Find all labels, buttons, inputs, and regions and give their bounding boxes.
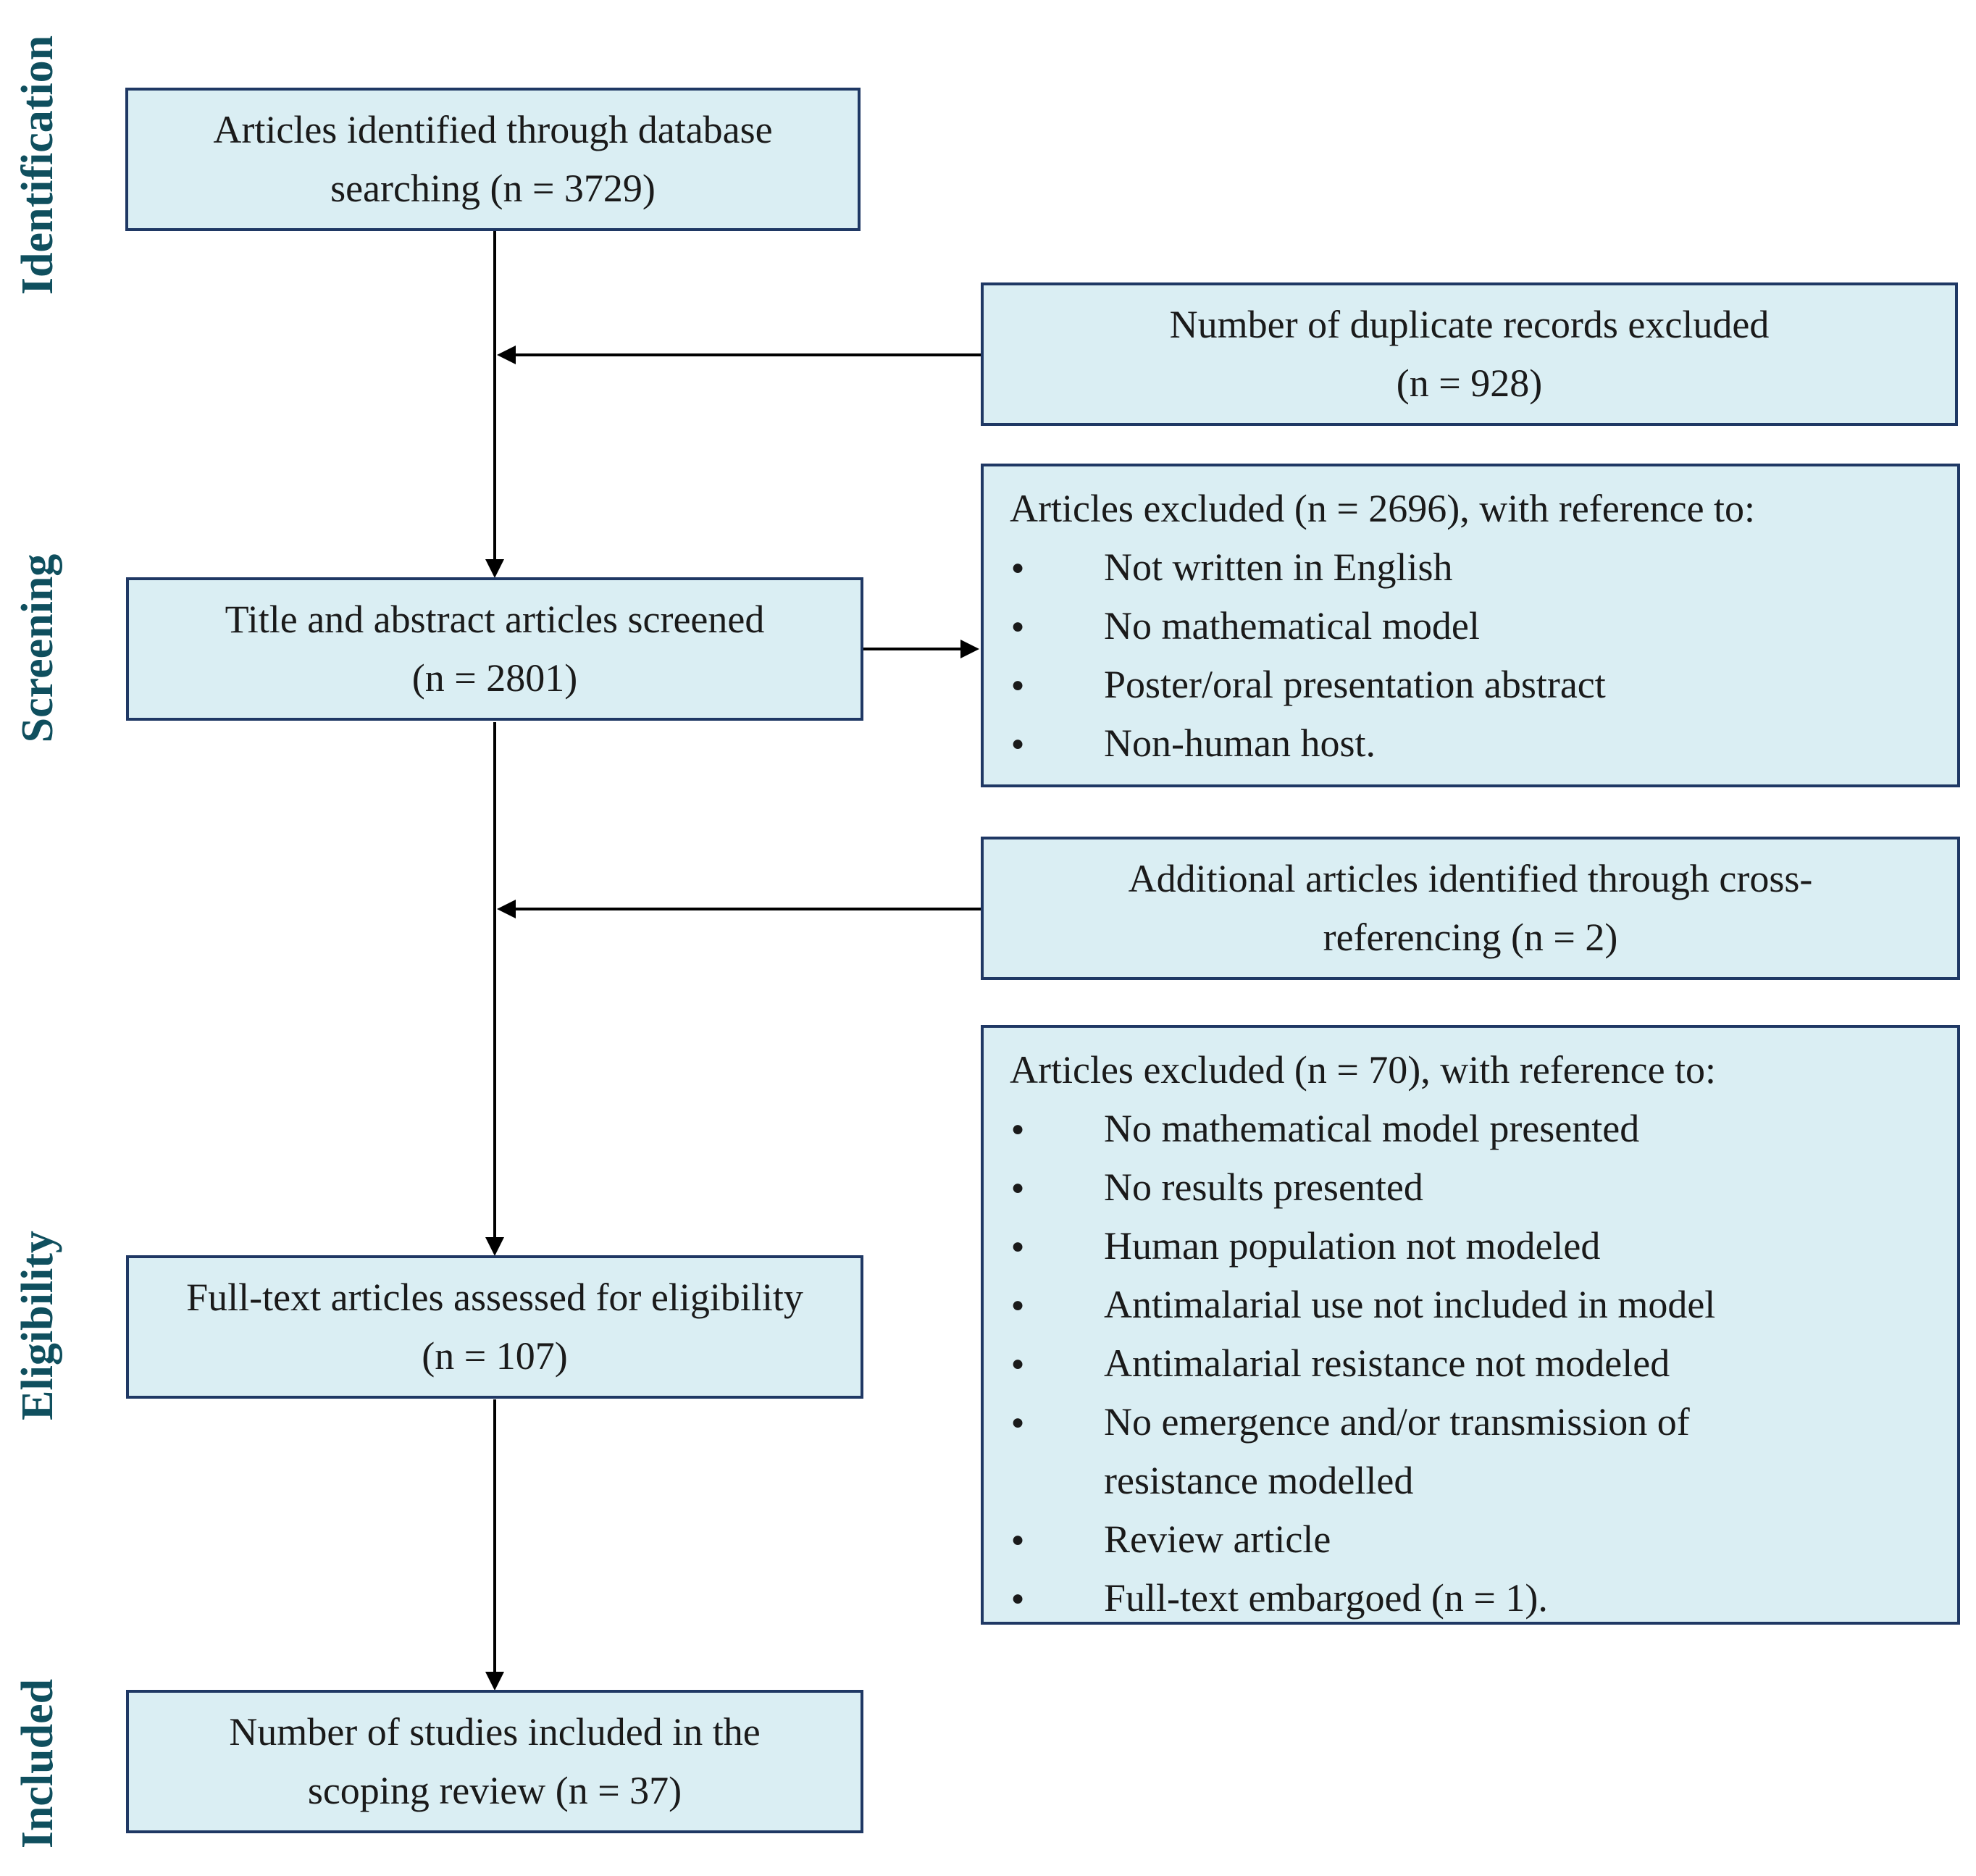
exclusion-reason-text: Poster/oral presentation abstract (1104, 663, 1606, 706)
bullet-icon: ● (1010, 556, 1025, 579)
bullet-icon: ● (1010, 614, 1025, 638)
exclusion-reason-item: ● No results presented (1010, 1158, 1957, 1217)
exclusion-reason-item: ● No mathematical model presented (1010, 1100, 1957, 1158)
exclusion-reason-item: ● No emergence and/or transmission of res… (1010, 1393, 1957, 1510)
arrowhead-screened (485, 559, 504, 578)
box-screened-line-1: Title and abstract articles screened (225, 598, 765, 641)
box-identified-line-2: searching (n = 3729) (330, 167, 656, 210)
exclusion-reason-text: Antimalarial resistance not modeled (1104, 1341, 1670, 1385)
exclusion-reason-item: ● Review article (1010, 1510, 1957, 1569)
arrowhead-crossref (497, 900, 516, 918)
box-identified-line-1: Articles identified through database (213, 108, 773, 151)
bullet-icon: ● (1010, 1293, 1025, 1317)
bullet-icon: ● (1010, 1586, 1025, 1610)
bullet-icon: ● (1010, 673, 1025, 697)
exclusion-reason-item: ● Non-human host. (1010, 714, 1957, 773)
bullet-icon: ● (1010, 1117, 1025, 1141)
box-included-line-2: scoping review (n = 37) (307, 1769, 682, 1812)
excluded-screening-heading: Articles excluded (n = 2696), with refer… (1010, 487, 1756, 530)
exclusion-reason-item: ● Poster/oral presentation abstract (1010, 656, 1957, 714)
box-identified: Articles identified through database sea… (125, 88, 861, 231)
box-included-line-1: Number of studies included in the (229, 1710, 761, 1754)
exclusion-reason-item: ● No mathematical model (1010, 597, 1957, 656)
exclusion-reason-text: No emergence and/or transmission of resi… (1104, 1400, 1690, 1502)
box-duplicates-line-2: (n = 928) (1396, 361, 1543, 405)
box-screened: Title and abstract articles screened (n … (126, 577, 863, 721)
arrowhead-excluded-screening (960, 640, 979, 658)
box-excluded-screening: Articles excluded (n = 2696), with refer… (981, 464, 1960, 787)
bullet-icon: ● (1010, 1410, 1025, 1434)
exclusion-reason-item: ● Human population not modeled (1010, 1217, 1957, 1276)
exclusion-reason-text: Antimalarial use not included in model (1104, 1283, 1716, 1326)
exclusion-reason-text: No mathematical model (1104, 604, 1480, 648)
exclusion-reason-item: ● Not written in English (1010, 538, 1957, 597)
exclusion-reason-text: No mathematical model presented (1104, 1107, 1640, 1150)
excluded-fulltext-heading: Articles excluded (n = 70), with referen… (1010, 1048, 1717, 1092)
exclusion-reason-text: Not written in English (1104, 545, 1453, 589)
exclusion-reason-text: Full-text embargoed (n = 1). (1104, 1576, 1548, 1620)
exclusion-reason-text: Human population not modeled (1104, 1224, 1601, 1268)
box-cross-referencing: Additional articles identified through c… (981, 837, 1960, 980)
box-duplicates: Number of duplicate records excluded (n … (981, 282, 1958, 426)
box-crossref-line-2: referencing (n = 2) (1323, 916, 1618, 959)
box-included: Number of studies included in the scopin… (126, 1690, 863, 1833)
exclusion-reason-item: ● Antimalarial use not included in model (1010, 1276, 1957, 1334)
box-assessed-line-2: (n = 107) (422, 1334, 568, 1378)
bullet-icon: ● (1010, 1352, 1025, 1375)
box-assessed-line-1: Full-text articles assessed for eligibil… (186, 1276, 803, 1319)
arrowhead-assessed (485, 1237, 504, 1256)
bullet-icon: ● (1010, 1176, 1025, 1199)
excluded-screening-list: ● Not written in English ● No mathematical … (1010, 538, 1957, 773)
box-screened-line-2: (n = 2801) (411, 656, 578, 700)
box-excluded-fulltext: Articles excluded (n = 70), with referen… (981, 1025, 1960, 1625)
arrowhead-duplicates (497, 346, 516, 364)
excluded-fulltext-list: ● No mathematical model presented ● No resu… (1010, 1100, 1957, 1628)
bullet-icon: ● (1010, 732, 1025, 755)
box-crossref-line-1: Additional articles identified through c… (1128, 857, 1813, 900)
bullet-icon: ● (1010, 1234, 1025, 1258)
exclusion-reason-text: No results presented (1104, 1165, 1423, 1209)
exclusion-reason-item: ● Full-text embargoed (n = 1). (1010, 1569, 1957, 1628)
exclusion-reason-text: Non-human host. (1104, 721, 1376, 765)
exclusion-reason-text: Review article (1104, 1517, 1331, 1561)
box-duplicates-line-1: Number of duplicate records excluded (1169, 303, 1770, 346)
arrowhead-included (485, 1672, 504, 1691)
bullet-icon: ● (1010, 1528, 1025, 1552)
exclusion-reason-item: ● Antimalarial resistance not modeled (1010, 1334, 1957, 1393)
box-assessed: Full-text articles assessed for eligibil… (126, 1255, 863, 1399)
